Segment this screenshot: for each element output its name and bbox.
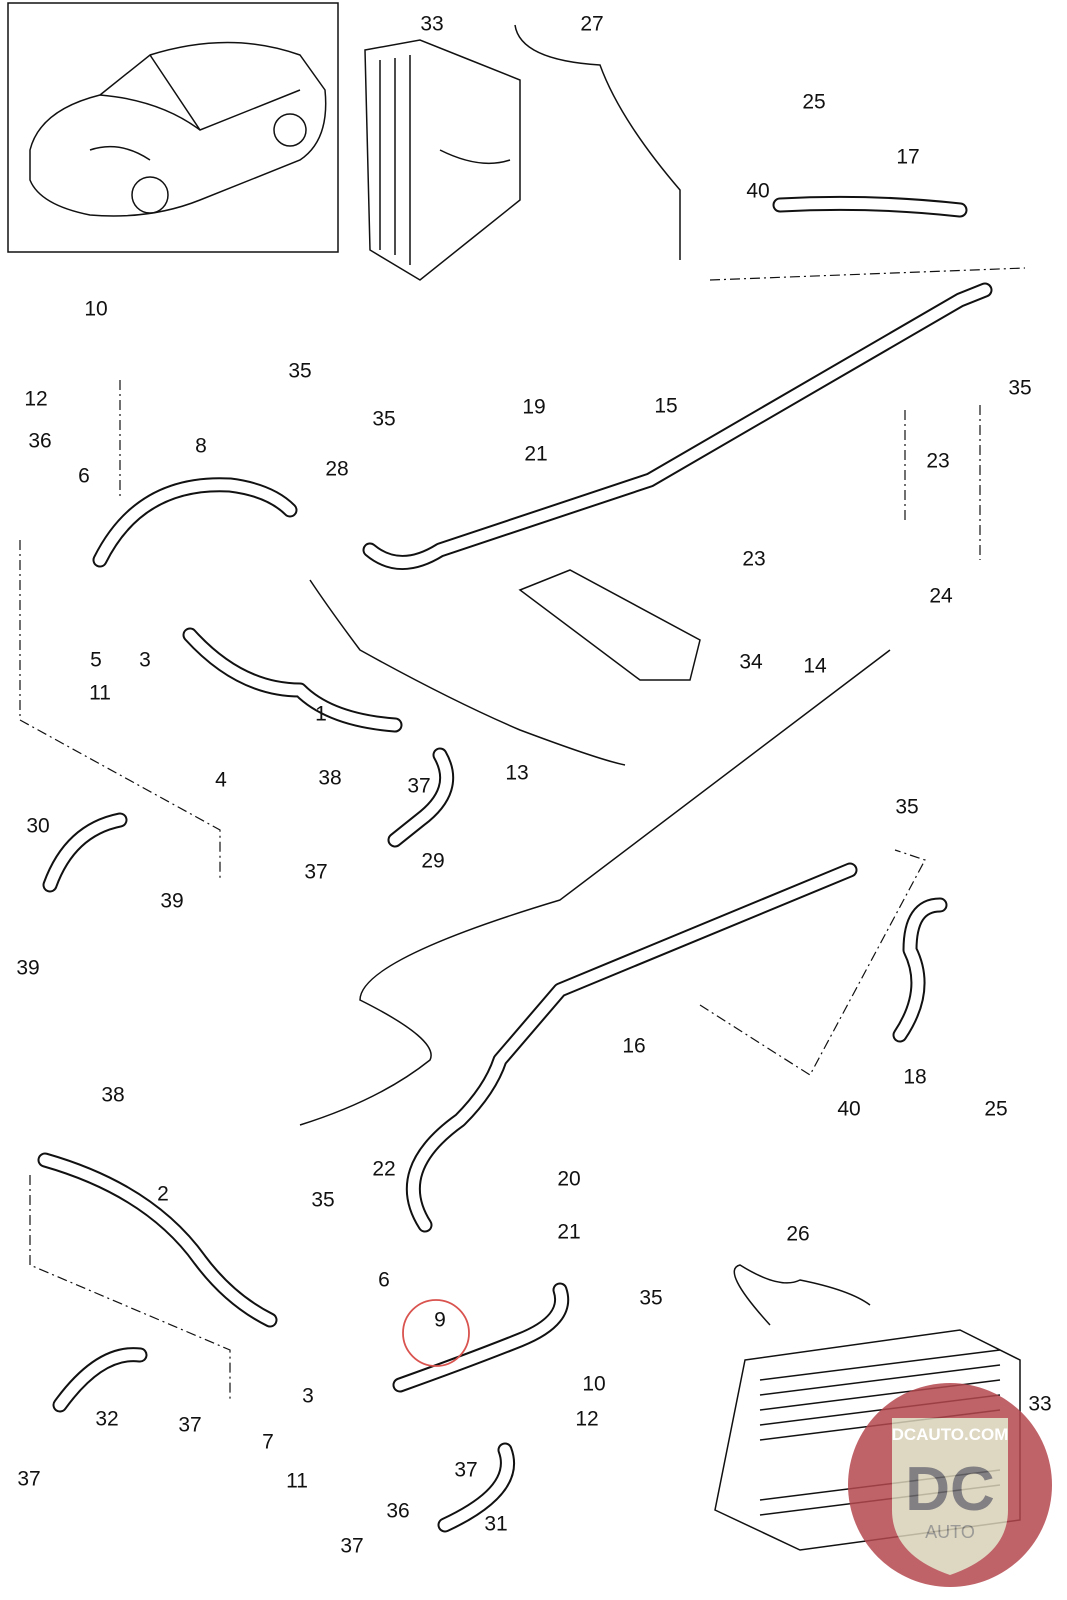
callout-part-6: 6 [378, 1269, 390, 1292]
callout-part-8: 8 [195, 435, 207, 458]
callout-part-26: 26 [786, 1223, 809, 1246]
callout-part-35: 35 [372, 408, 395, 431]
radiator-top [364, 39, 521, 281]
callout-part-28: 28 [325, 458, 348, 481]
callout-part-11: 11 [286, 1470, 308, 1493]
callout-part-18: 18 [903, 1066, 926, 1089]
callout-part-14: 14 [803, 655, 827, 678]
callout-part-37: 37 [407, 775, 430, 798]
callout-part-4: 4 [215, 769, 227, 792]
callout-part-2: 2 [157, 1183, 169, 1206]
callout-part-23: 23 [926, 450, 949, 473]
callout-part-16: 16 [622, 1035, 645, 1058]
callout-part-3: 3 [302, 1385, 314, 1408]
callout-part-31: 31 [484, 1513, 507, 1536]
hoses [37, 24, 993, 1533]
callout-part-34: 34 [739, 651, 763, 674]
callout-part-38: 38 [318, 767, 341, 790]
callout-part-35: 35 [639, 1287, 662, 1310]
callout-part-37: 37 [340, 1535, 363, 1558]
callout-part-36: 36 [28, 430, 51, 453]
callout-part-22: 22 [372, 1158, 395, 1181]
vehicle-thumbnail [7, 2, 339, 253]
callout-part-35: 35 [311, 1189, 334, 1212]
callout-part-19: 19 [522, 396, 545, 419]
callout-part-6: 6 [78, 465, 90, 488]
callout-part-37: 37 [454, 1459, 477, 1482]
callout-part-12: 12 [575, 1408, 598, 1431]
callout-part-32: 32 [95, 1408, 118, 1431]
callout-part-39: 39 [160, 890, 183, 913]
callout-part-33: 33 [420, 13, 443, 36]
callout-part-37: 37 [17, 1468, 40, 1491]
callout-part-33: 33 [1028, 1393, 1051, 1416]
callout-part-39: 39 [16, 957, 39, 980]
watermark-text-bottom: AUTO [925, 1522, 975, 1542]
callout-part-1: 1 [315, 703, 327, 726]
callout-part-30: 30 [26, 815, 49, 838]
callout-part-35: 35 [895, 796, 918, 819]
callout-part-20: 20 [557, 1168, 580, 1191]
callout-part-23: 23 [742, 548, 765, 571]
callout-part-29: 29 [421, 850, 444, 873]
callout-part-10: 10 [84, 298, 107, 321]
callout-part-3: 3 [139, 649, 151, 672]
callout-part-21: 21 [557, 1221, 580, 1244]
watermark-monogram: DC [905, 1455, 995, 1524]
callout-part-35: 35 [288, 360, 311, 383]
watermark-logo: DCAUTO.COM DC AUTO [848, 1383, 1052, 1587]
callout-part-13: 13 [505, 762, 528, 785]
watermark-text-top: DCAUTO.COM [892, 1425, 1009, 1444]
highlight-circle-part-9 [402, 1299, 470, 1367]
dashed-guides [19, 267, 1026, 1400]
callout-part-25: 25 [984, 1098, 1007, 1121]
callout-part-35: 35 [1008, 377, 1031, 400]
callout-part-38: 38 [101, 1084, 124, 1107]
callout-part-12: 12 [24, 388, 47, 411]
callout-part-37: 37 [178, 1414, 201, 1437]
callout-part-11: 11 [89, 682, 111, 705]
callout-part-25: 25 [802, 91, 825, 114]
callout-part-40: 40 [746, 180, 769, 203]
callout-part-5: 5 [90, 649, 102, 672]
callout-part-21: 21 [524, 443, 547, 466]
callout-part-15: 15 [654, 395, 677, 418]
callout-part-7: 7 [262, 1431, 274, 1454]
callout-part-37: 37 [304, 861, 327, 884]
callout-part-9: 9 [434, 1309, 446, 1332]
callout-part-40: 40 [837, 1098, 860, 1121]
callout-part-24: 24 [929, 585, 953, 608]
callout-part-10: 10 [582, 1373, 605, 1396]
callout-part-17: 17 [896, 146, 919, 169]
callout-part-36: 36 [386, 1500, 409, 1523]
callout-part-27: 27 [580, 13, 603, 36]
